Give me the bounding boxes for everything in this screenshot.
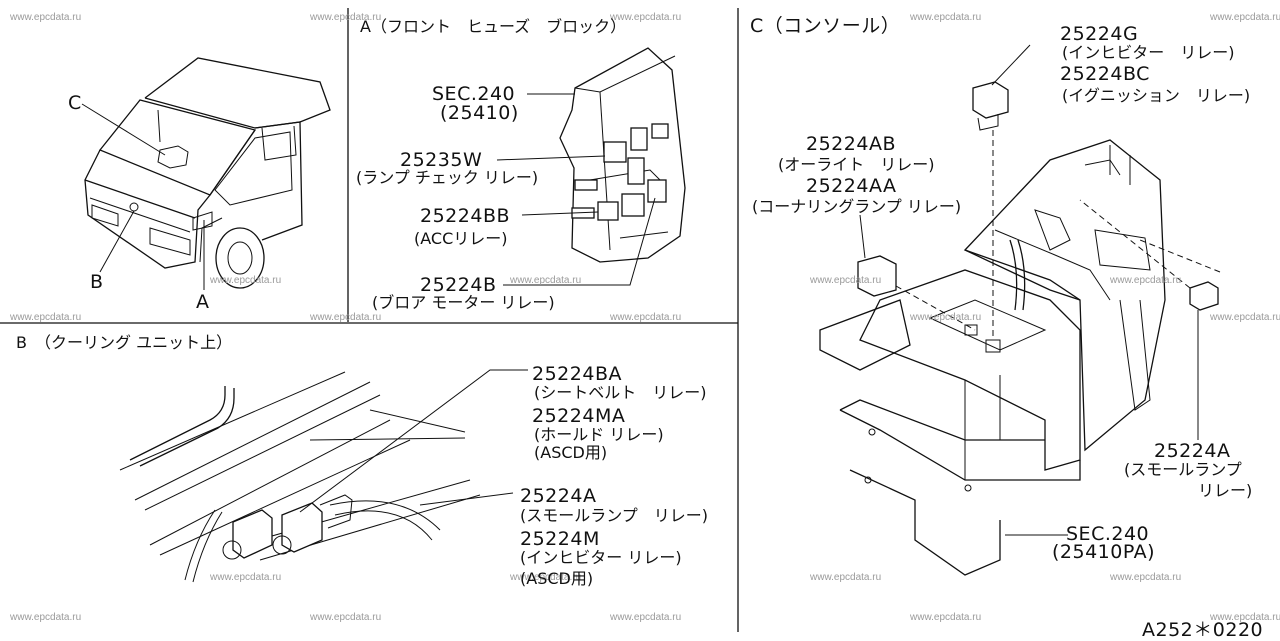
callout-c: C (68, 92, 82, 114)
fuse-block-illustration (496, 47, 686, 286)
watermark: www.epcdata.ru (210, 572, 282, 583)
part-code-sec240-console: SEC.240 (1066, 523, 1150, 545)
callout-a: A (196, 291, 210, 313)
watermark: www.epcdata.ru (310, 612, 382, 623)
part-name-small-lamp: (スモールランプ (1124, 460, 1242, 479)
part-name-cornering-lamp-relay: (コーナリングランプ リレー) (752, 197, 962, 216)
part-code-25224g: 25224G (1060, 23, 1139, 45)
part-code-25224b: 25224B (420, 274, 497, 296)
panel-a-title: A（フロント ヒューズ ブロック） (360, 17, 627, 36)
watermark: www.epcdata.ru (310, 312, 382, 323)
part-name-inhibitor-relay: (インヒビター リレー) (520, 548, 682, 567)
watermark: www.epcdata.ru (510, 275, 582, 286)
part-name-seatbelt-relay: (シートベルト リレー) (534, 383, 707, 402)
part-code-25224bb: 25224BB (420, 205, 511, 227)
part-name-ignition-relay: (イグニッション リレー) (1062, 86, 1251, 105)
part-number-25410pa: (25410PA) (1052, 541, 1156, 563)
part-code-25235w: 25235W (400, 149, 483, 171)
watermark: www.epcdata.ru (810, 275, 882, 286)
diagram-code: A252＊0220 (1142, 619, 1264, 641)
watermark: www.epcdata.ru (1210, 612, 1280, 623)
part-code-25224a-c: 25224A (1154, 440, 1231, 462)
watermark: www.epcdata.ru (610, 312, 682, 323)
panel-b-title: B （クーリング ユニット上） (16, 333, 233, 352)
watermark: www.epcdata.ru (210, 275, 282, 286)
panel-dividers (0, 8, 739, 632)
watermark: www.epcdata.ru (10, 12, 82, 23)
part-code-25224aa: 25224AA (806, 175, 897, 197)
cooling-unit-illustration (119, 369, 528, 583)
part-note-ascd: (ASCD用) (520, 569, 594, 588)
part-code-25224ma: 25224MA (532, 405, 626, 427)
watermark: www.epcdata.ru (1110, 275, 1182, 286)
part-name-inhibitor-relay: (インヒビター リレー) (1062, 43, 1235, 62)
watermark: www.epcdata.ru (10, 312, 82, 323)
watermark: www.epcdata.ru (10, 612, 82, 623)
watermark: www.epcdata.ru (810, 572, 882, 583)
part-name-small-lamp-relay: (スモールランプ リレー) (520, 506, 709, 525)
part-name-acc-relay: (ACCリレー) (414, 229, 508, 248)
part-name-lamp-check-relay: (ランプ チェック リレー) (356, 168, 539, 187)
watermark: www.epcdata.ru (510, 572, 582, 583)
part-name-hold-relay: (ホールド リレー) (534, 425, 664, 444)
vehicle-illustration (81, 57, 331, 290)
watermark: www.epcdata.ru (610, 612, 682, 623)
part-code-25224a-b: 25224A (520, 485, 597, 507)
part-name-blower-motor-relay: (ブロア モーター リレー) (372, 293, 555, 312)
watermark: www.epcdata.ru (610, 12, 682, 23)
watermark: www.epcdata.ru (910, 612, 982, 623)
watermark: www.epcdata.ru (910, 12, 982, 23)
watermark: www.epcdata.ru (1110, 572, 1182, 583)
panel-c-title: C（コンソール） (750, 15, 901, 37)
console-illustration (819, 44, 1221, 576)
part-number-25410: (25410) (440, 102, 519, 124)
part-name-autolight-relay: (オーライト リレー) (778, 155, 935, 174)
part-name-relay: リレー) (1198, 481, 1253, 500)
part-code-25224ba: 25224BA (532, 363, 622, 385)
part-code-25224ab: 25224AB (806, 133, 896, 155)
watermark: www.epcdata.ru (310, 12, 382, 23)
watermark: www.epcdata.ru (1210, 12, 1280, 23)
part-code-25224m: 25224M (520, 528, 600, 550)
callout-b: B (90, 271, 104, 293)
part-note-ascd: (ASCD用) (534, 443, 608, 462)
watermark: www.epcdata.ru (910, 312, 982, 323)
part-code-sec240: SEC.240 (432, 83, 516, 105)
part-code-25224bc: 25224BC (1060, 63, 1150, 85)
watermark: www.epcdata.ru (1210, 312, 1280, 323)
